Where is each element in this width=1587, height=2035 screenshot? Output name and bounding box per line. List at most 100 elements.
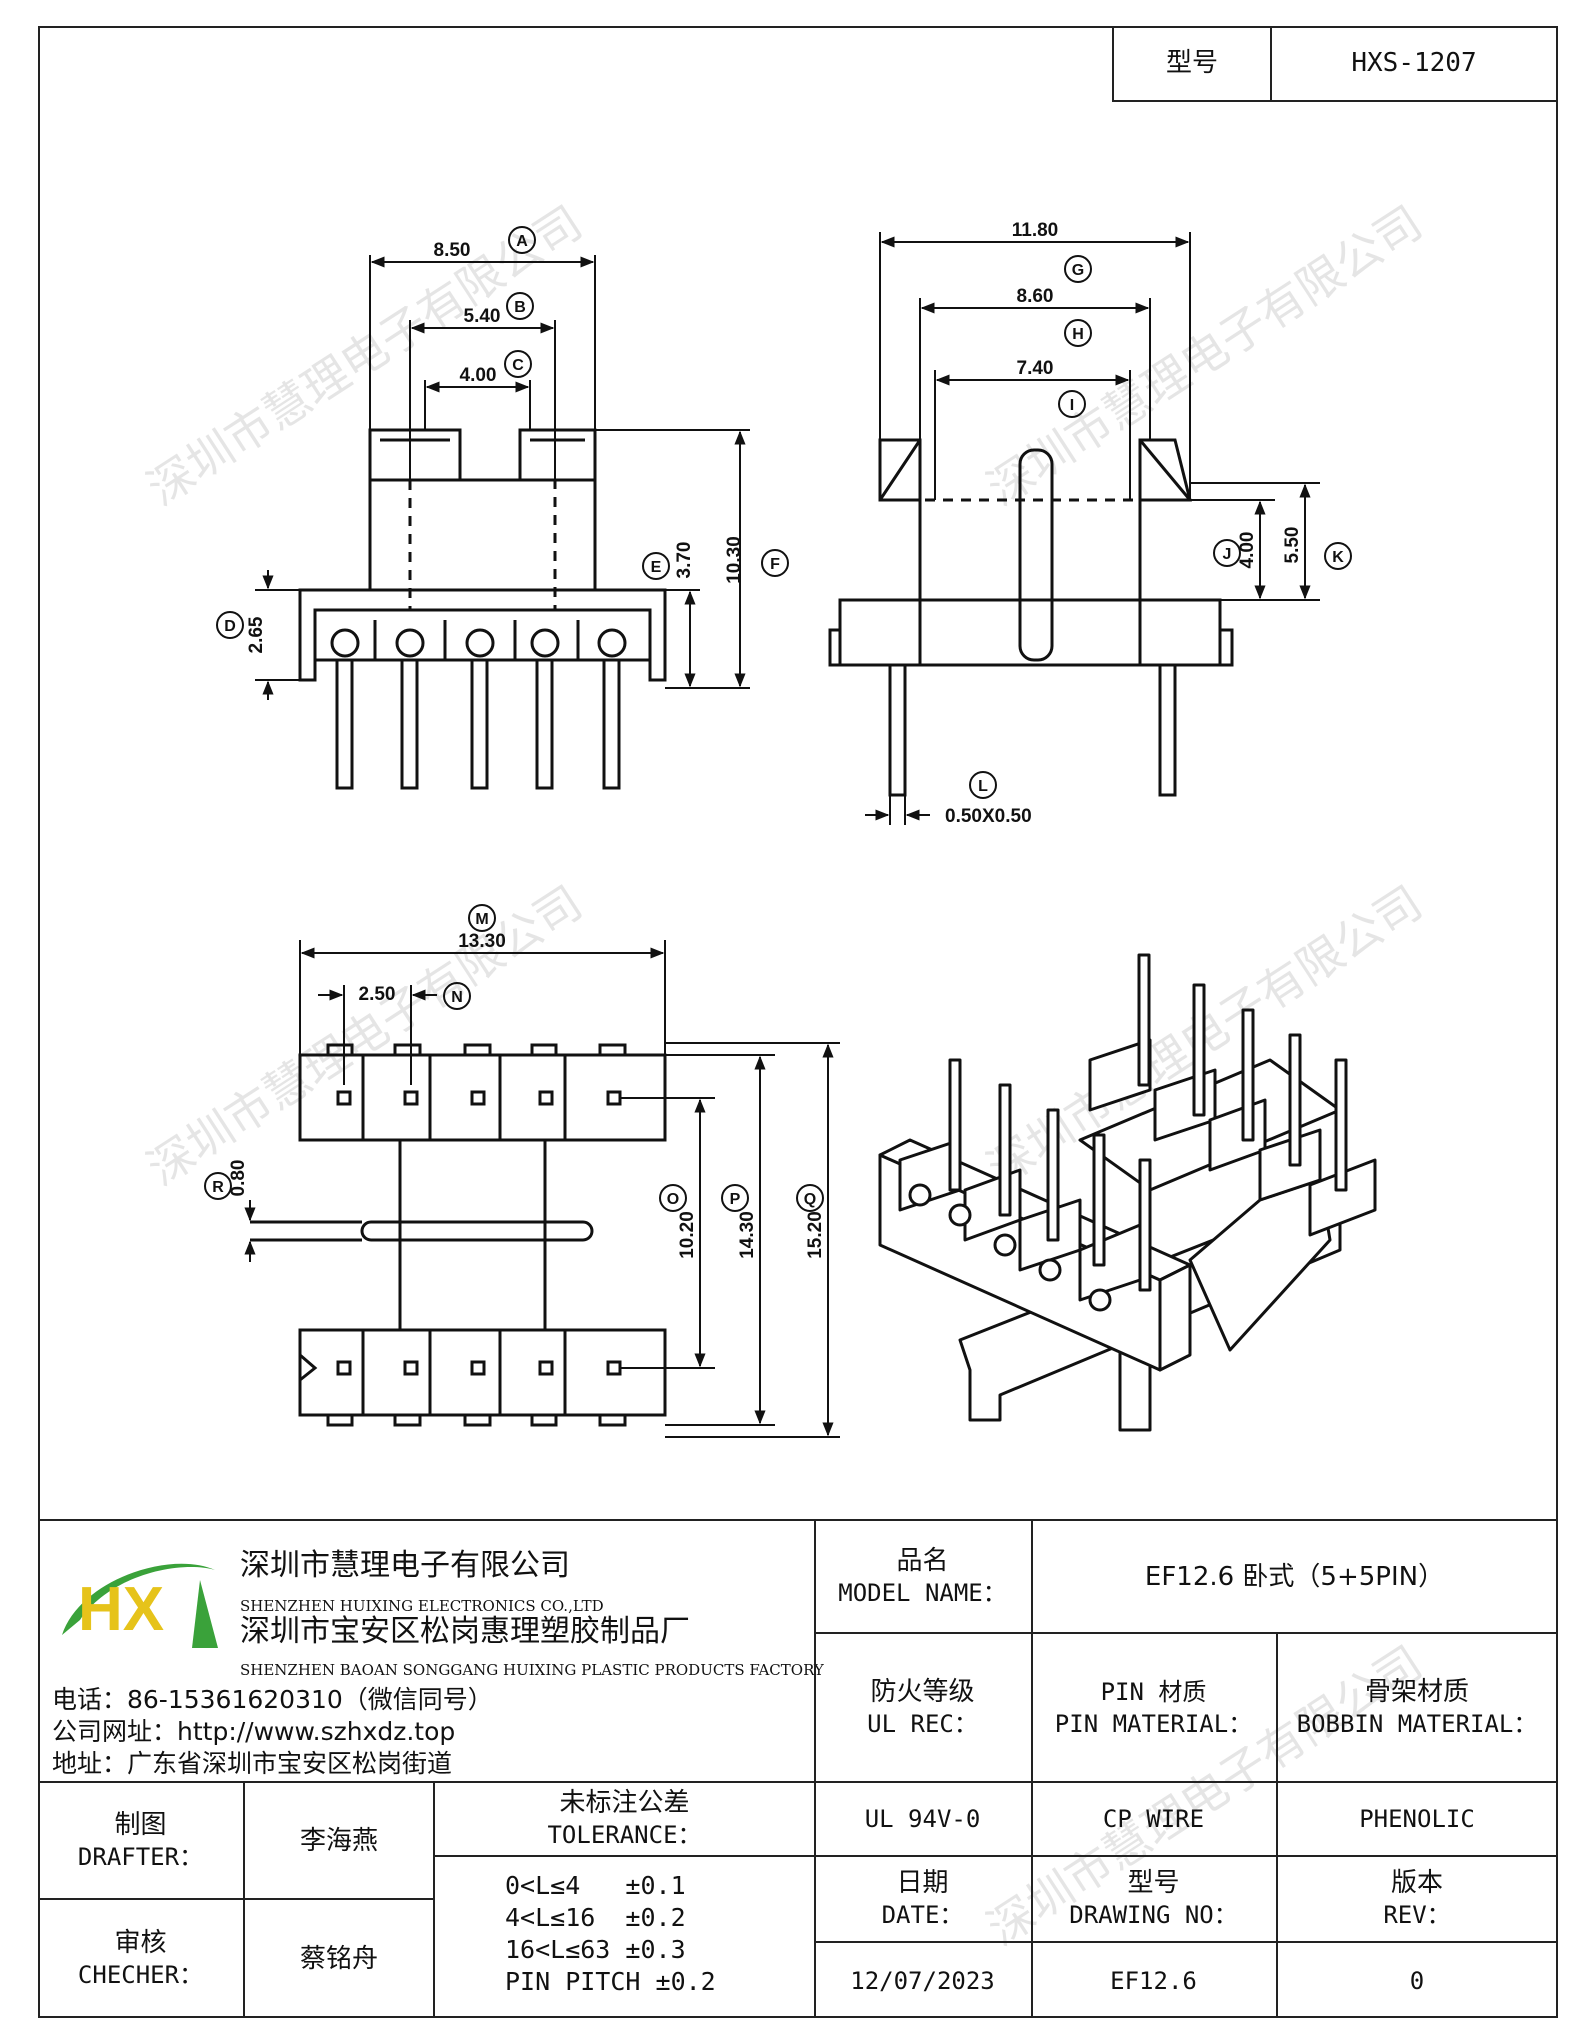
ul-rec-label-en: UL REC： (867, 1709, 978, 1738)
bobbin-material-label-en: BOBBIN MATERIAL： (1296, 1709, 1538, 1738)
svg-text:L: L (978, 778, 988, 795)
checker-label: 审核 CHECHER： (38, 1900, 243, 2018)
dim-F-value: 10.30 (724, 536, 745, 584)
dim-P-value: 14.30 (737, 1211, 758, 1259)
svg-text:HX: HX (78, 1575, 164, 1644)
marker-B: B (506, 292, 534, 320)
drawing-no-label-cn: 型号 (1127, 1868, 1180, 1898)
marker-M: M (468, 904, 496, 932)
side-view (828, 438, 1234, 797)
date-label-cn: 日期 (896, 1868, 949, 1898)
svg-text:C: C (512, 357, 524, 374)
divider (38, 1781, 1558, 1783)
marker-G: G (1064, 255, 1092, 283)
bobbin-material-label: 骨架材质 BOBBIN MATERIAL： (1276, 1634, 1558, 1781)
svg-text:B: B (514, 299, 526, 316)
drawing-frame (38, 26, 1558, 2018)
date-label-en: DATE： (881, 1901, 964, 1929)
marker-E: E (642, 552, 670, 580)
svg-text:J: J (1223, 546, 1232, 563)
pin-material-label-cn: PIN 材质 (1100, 1677, 1207, 1706)
svg-text:M: M (475, 911, 488, 928)
svg-text:E: E (651, 559, 662, 576)
svg-text:G: G (1072, 262, 1084, 279)
pin-material-value: CP WIRE (1102, 1805, 1205, 1833)
drafter-label: 制图 DRAFTER： (38, 1783, 243, 1898)
side-view-dimensions (865, 232, 1320, 825)
svg-text:A: A (516, 233, 528, 250)
model-name-label: 品名 MODEL NAME： (814, 1521, 1031, 1632)
tolerance-line-4: PIN PITCH ±0.2 (505, 1967, 716, 1996)
ul-rec-label: 防火等级 UL REC： (814, 1634, 1031, 1781)
model-name-value: EF12.6 卧式（5+5PIN） (1144, 1561, 1445, 1592)
dim-L-value: 0.50X0.50 (945, 806, 1032, 827)
drawing-no-value: EF12.6 (1110, 1966, 1197, 1995)
dim-D-value: 2.65 (246, 616, 267, 653)
dim-B-value: 5.40 (464, 306, 501, 327)
tolerance-label-en: TOLERANCE： (547, 1821, 702, 1849)
dim-K-value: 5.50 (1282, 527, 1303, 564)
drafter-label-en: DRAFTER： (77, 1842, 204, 1871)
isometric-view (878, 953, 1377, 1432)
factory-name-cn: 深圳市宝安区松岗惠理塑胶制品厂 (240, 1614, 690, 1649)
marker-K: K (1324, 542, 1352, 570)
divider (38, 1898, 433, 1900)
svg-text:N: N (451, 989, 463, 1006)
tolerance-line-3: 16<L≤63 ±0.3 (505, 1935, 686, 1964)
bottom-view (250, 1043, 667, 1427)
svg-text:P: P (730, 1191, 741, 1208)
pin-material-label-en: PIN MATERIAL： (1054, 1709, 1253, 1738)
dim-C-value: 4.00 (460, 365, 497, 386)
svg-text:Q: Q (804, 1191, 816, 1208)
svg-text:I: I (1070, 397, 1074, 414)
svg-text:D: D (224, 618, 236, 635)
drawing-no-label-en: DRAWING NO： (1069, 1901, 1238, 1929)
divider (814, 1632, 1558, 1634)
drawing-no-label: 型号 DRAWING NO： (1031, 1857, 1276, 1941)
svg-text:K: K (1332, 549, 1344, 566)
dim-E-value: 3.70 (674, 542, 695, 579)
marker-O: O (659, 1184, 687, 1212)
bobbin-material-label-cn: 骨架材质 (1364, 1676, 1469, 1707)
marker-D: D (216, 611, 244, 639)
marker-Q: Q (796, 1184, 824, 1212)
divider (433, 1855, 1558, 1857)
date-value: 12/07/2023 (850, 1966, 995, 1995)
front-view-dimensions (255, 255, 750, 700)
svg-text:H: H (1072, 326, 1084, 343)
divider (433, 1781, 435, 2018)
checker-label-cn: 审核 (114, 1928, 167, 1958)
hx-logo-icon: HX (62, 1563, 218, 1648)
dimension-letter-markers: A B C D E F G H I J K L M N O P Q R (204, 226, 1352, 1212)
marker-F: F (761, 549, 789, 577)
model-name-label-cn: 品名 (896, 1545, 949, 1576)
marker-P: P (721, 1184, 749, 1212)
company-name-cn: 深圳市慧理电子有限公司 (240, 1548, 570, 1583)
marker-L: L (969, 771, 997, 799)
tolerance-line-2: 4<L≤16 ±0.2 (505, 1903, 686, 1932)
factory-name-en: SHENZHEN BAOAN SONGGANG HUIXING PLASTIC … (240, 1661, 824, 1679)
marker-C: C (504, 350, 532, 378)
rev-label: 版本 REV： (1276, 1857, 1558, 1941)
marker-N: N (443, 982, 471, 1010)
model-name-label-en: MODEL NAME： (838, 1578, 1007, 1607)
dim-J-value: 4.00 (1237, 532, 1258, 569)
rev-label-cn: 版本 (1390, 1868, 1443, 1898)
dim-R-value: 0.80 (228, 1160, 249, 1197)
bottom-view-dimensions (244, 940, 840, 1438)
svg-text:F: F (770, 556, 780, 573)
drafter-label-cn: 制图 (114, 1809, 167, 1840)
rev-value: 0 (1409, 1966, 1425, 1995)
marker-A: A (508, 226, 536, 254)
divider (1031, 1519, 1033, 2018)
website-text: 公司网址：http://www.szhxdz.top (52, 1717, 456, 1746)
address-text: 地址：广东省深圳市宝安区松岗街道 (52, 1749, 453, 1778)
dim-H-value: 8.60 (1017, 286, 1054, 307)
technical-drawing: 8.50 5.40 4.00 2.65 3.70 10.30 11.80 8.6… (204, 220, 1377, 1438)
company-name-en: SHENZHEN HUIXING ELECTRONICS CO.,LTD (240, 1597, 604, 1615)
svg-text:R: R (212, 1179, 224, 1196)
dim-N-value: 2.50 (359, 984, 396, 1005)
marker-J: J (1213, 539, 1241, 567)
rev-label-en: REV： (1383, 1901, 1451, 1929)
divider (814, 1941, 1558, 1943)
